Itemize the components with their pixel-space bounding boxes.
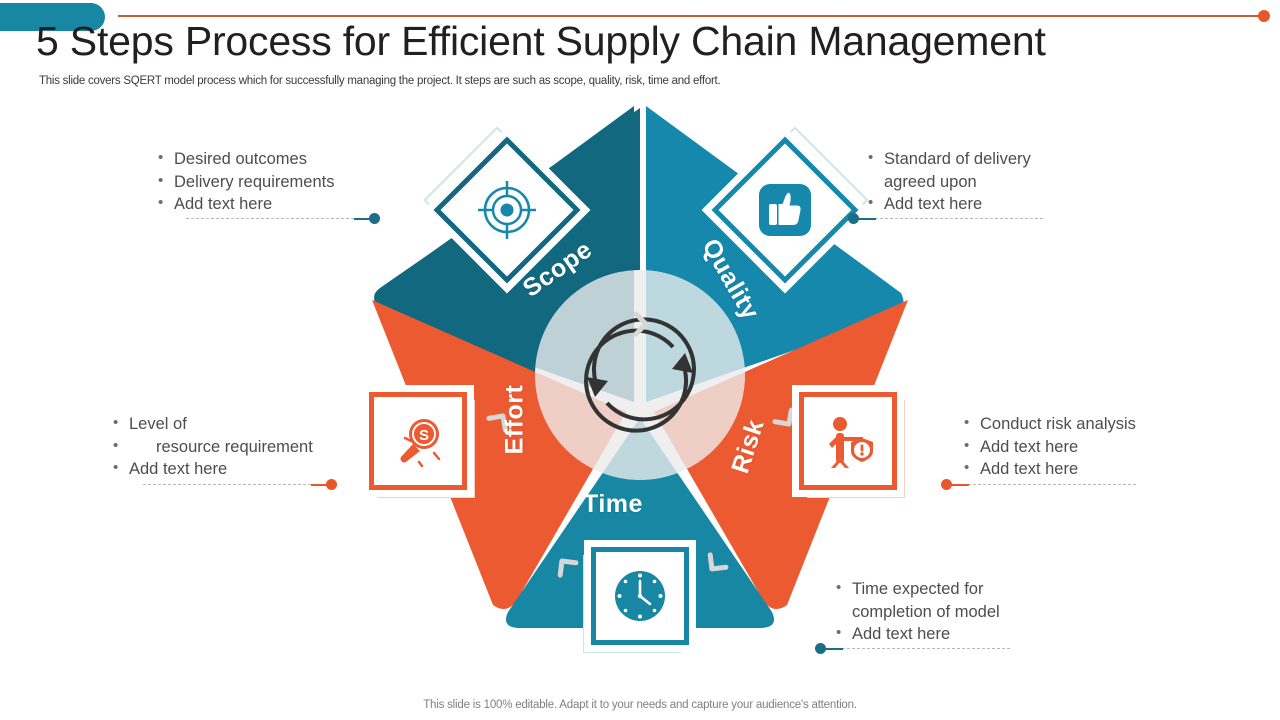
svg-text:S: S: [419, 427, 429, 444]
petal-effort[interactable]: [372, 300, 626, 609]
cycle-arrow-left: [587, 377, 608, 397]
list-item: Time expected for: [834, 577, 1000, 601]
callout-quality-list: Standard of delivery agreed upon Add tex…: [866, 147, 1031, 216]
leader-stub-quality: [856, 218, 876, 220]
person-alert-icon: [829, 417, 873, 468]
leader-dot-effort: [326, 479, 337, 490]
chevron-risk-time: [707, 552, 729, 572]
top-left-accent-bar: [0, 3, 105, 31]
footer-note: This slide is 100% editable. Adapt it to…: [423, 699, 857, 711]
leader-line-quality: [875, 218, 1043, 220]
target-crosshair-icon: [478, 181, 536, 239]
center-petal-tints: [535, 270, 745, 480]
risk-icon-badge[interactable]: [799, 392, 897, 490]
quality-icon-badge[interactable]: [711, 136, 859, 284]
list-item: agreed upon: [884, 172, 977, 191]
list-item: Add text here: [866, 192, 1031, 216]
list-item: Level of: [111, 412, 313, 436]
leader-stub-time: [823, 648, 843, 650]
leader-line-time: [842, 648, 1010, 650]
leader-line-scope: [186, 218, 354, 220]
list-item: Delivery requirements: [156, 170, 334, 194]
list-item: Add text here: [834, 622, 1000, 646]
refresh-cycle-icon: [584, 317, 696, 433]
callout-effort: Level of resource requirement Add text h…: [111, 412, 313, 481]
top-horizontal-rule: [118, 15, 1266, 17]
chevron-quality-risk: [772, 407, 794, 427]
list-item: Standard of delivery: [866, 147, 1031, 171]
chevron-scope-quality: [633, 311, 649, 337]
callout-effort-list: Level of resource requirement Add text h…: [111, 412, 313, 481]
list-item: Add text here: [962, 435, 1136, 459]
cycle-arrow-right: [672, 353, 693, 373]
callout-time-list: Time expected for completion of model Ad…: [834, 577, 1000, 646]
leader-stub-scope: [354, 218, 374, 220]
callout-risk-list: Conduct risk analysis Add text here Add …: [962, 412, 1136, 481]
effort-icon-badge[interactable]: S: [369, 392, 467, 490]
top-rule-end-dot: [1258, 10, 1270, 22]
chevron-time-effort: [557, 558, 579, 578]
callout-quality: Standard of delivery agreed upon Add tex…: [866, 147, 1031, 216]
page-subtitle: This slide covers SQERT model process wh…: [39, 75, 721, 87]
center-circle: [535, 270, 745, 480]
sqert-star-diagram: Scope Quality Risk Time Effort: [355, 100, 925, 660]
leader-line-risk: [968, 484, 1136, 486]
callout-scope-list: Desired outcomes Delivery requirements A…: [156, 147, 334, 216]
leader-dot-risk: [941, 479, 952, 490]
coin-magnifier-icon: S: [400, 419, 441, 468]
callout-time: Time expected for completion of model Ad…: [834, 577, 1000, 646]
page-title: 5 Steps Process for Efficient Supply Cha…: [36, 18, 1046, 64]
list-item: resource requirement: [111, 435, 313, 459]
leader-dot-time: [815, 643, 826, 654]
list-item: Add text here: [111, 457, 313, 481]
callout-scope: Desired outcomes Delivery requirements A…: [156, 147, 334, 216]
chevron-effort-scope: [486, 413, 508, 433]
list-item: Add text here: [156, 192, 334, 216]
leader-dot-scope: [369, 213, 380, 224]
leader-dot-quality: [848, 213, 859, 224]
scope-icon-badge[interactable]: [433, 136, 581, 284]
list-item: completion of model: [852, 602, 1000, 621]
clock-icon: [615, 571, 665, 621]
petal-time[interactable]: [505, 418, 775, 628]
leader-stub-risk: [949, 484, 969, 486]
list-item: Conduct risk analysis: [962, 412, 1136, 436]
thumbs-up-icon: [759, 184, 811, 236]
petal-risk[interactable]: [654, 300, 908, 609]
callout-risk: Conduct risk analysis Add text here Add …: [962, 412, 1136, 481]
petal-label-effort: Effort: [500, 384, 529, 455]
list-item: Desired outcomes: [156, 147, 334, 171]
time-icon-badge[interactable]: [591, 547, 689, 645]
petal-label-time: Time: [583, 490, 643, 518]
leader-line-effort: [143, 484, 311, 486]
leader-stub-effort: [311, 484, 331, 486]
list-item: Add text here: [962, 457, 1136, 481]
